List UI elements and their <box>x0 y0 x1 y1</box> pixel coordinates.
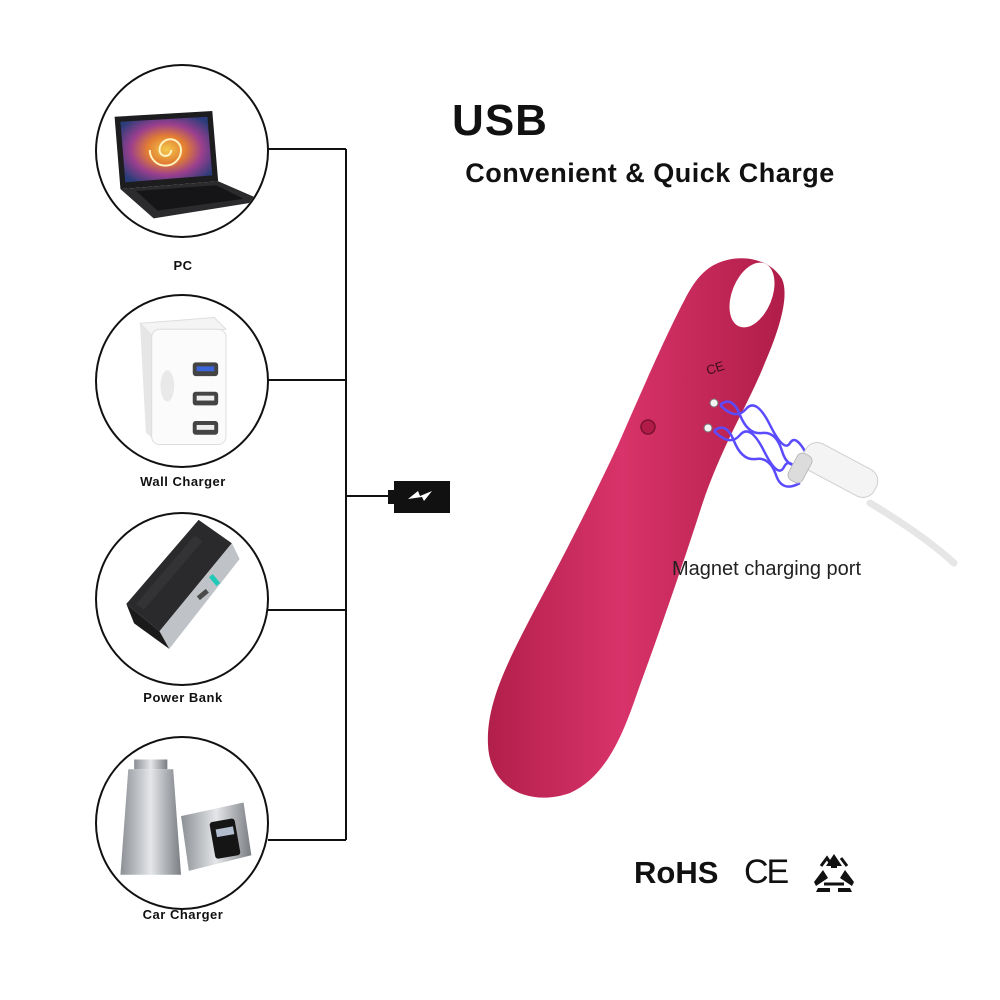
power-bank-icon <box>126 519 240 649</box>
car-charger-circle <box>95 736 269 910</box>
wall-charger-icon <box>138 316 228 445</box>
power-button[interactable] <box>640 419 656 435</box>
laptop-icon <box>114 110 264 219</box>
magnet-pin-bottom <box>703 423 713 433</box>
pc-label: PC <box>173 258 193 273</box>
product-ce-mark: CE <box>704 358 726 378</box>
pc-source-circle <box>95 64 269 238</box>
recycle-icon <box>814 854 854 892</box>
page-subtitle: Convenient & Quick Charge <box>465 158 835 188</box>
product-illustration: CE <box>487 258 958 798</box>
wall-charger-circle <box>95 294 269 468</box>
magnetic-sparks <box>713 400 810 488</box>
magnetic-cable-plug <box>787 442 958 567</box>
ce-mark: CE <box>744 853 789 891</box>
car-charger-icon <box>120 759 252 875</box>
car-charger-label: Car Charger <box>142 907 224 922</box>
rohs-mark: RoHS <box>634 855 719 890</box>
product-ring-hole <box>729 262 775 328</box>
power-bank-circle <box>95 512 269 686</box>
battery-charging-icon <box>388 481 450 513</box>
magnet-port-label: Magnet charging port <box>672 558 862 580</box>
product-body <box>487 258 785 798</box>
page-title: USB <box>452 96 548 145</box>
power-bank-label: Power Bank <box>143 690 223 705</box>
magnet-pin-top <box>709 398 719 408</box>
wall-charger-label: Wall Charger <box>140 474 226 489</box>
